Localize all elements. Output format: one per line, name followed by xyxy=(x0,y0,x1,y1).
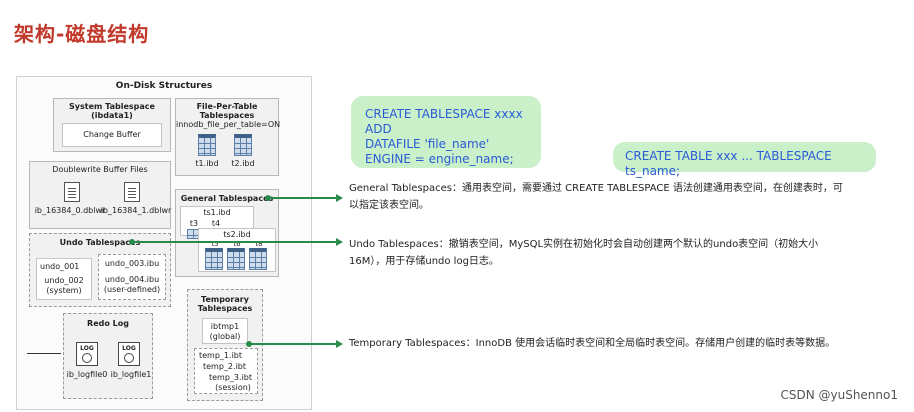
general-description: General Tablespaces：通用表空间，需要通过 CREATE TA… xyxy=(349,180,879,214)
table-icon xyxy=(227,248,245,270)
log-icon-label: LOG xyxy=(80,345,94,352)
ibtmp1-label: ibtmp1 xyxy=(210,322,240,331)
create-tablespace-bubble: CREATE TABLESPACE xxxx ADD DATAFILE 'fil… xyxy=(351,96,541,168)
table-icon xyxy=(205,248,223,270)
undo-desc-line-2: 16M），用于存储undo log日志。 xyxy=(349,256,499,267)
doublewrite-box: Doublewrite Buffer Files ib_16384_0.dblw… xyxy=(29,161,171,229)
file-per-table-title-1: File-Per-Table xyxy=(196,102,258,111)
ibtmp1-note: (global) xyxy=(209,332,241,341)
table-t5: t5 xyxy=(211,240,219,248)
ts1-label: ts1.ibd xyxy=(203,208,231,217)
temporary-tablespaces-box: Temporary Tablespaces ibtmp1 (global) te… xyxy=(187,289,263,401)
file-per-table-box: File-Per-Table Tablespaces innodb_file_p… xyxy=(175,98,281,176)
temp-1: temp_1.ibt xyxy=(199,351,242,360)
table-icon xyxy=(249,248,267,270)
undo-user-box: undo_003.ibu undo_004.ibu (user-defined) xyxy=(98,254,166,300)
undo-description: Undo Tablespaces：撤销表空间，MySQL实例在初始化时会自动创建… xyxy=(349,236,879,270)
log-file-icon: LOG xyxy=(118,342,140,366)
ibtmp1-box: ibtmp1 (global) xyxy=(202,318,248,344)
file-icon xyxy=(124,182,140,202)
undo-desc-line-1: Undo Tablespaces：撤销表空间，MySQL实例在初始化时会自动创建… xyxy=(349,239,819,250)
undo-tablespaces-box: Undo Tablespaces undo_001 undo_002 (syst… xyxy=(29,233,171,307)
page-title: 架构-磁盘结构 xyxy=(14,22,150,46)
temporary-arrow xyxy=(336,340,343,348)
file-t1: t1.ibd xyxy=(195,159,219,168)
dblwr-file-1: ib_16384_1.dblwr xyxy=(100,206,172,215)
system-tablespace-subtitle: (ibdata1) xyxy=(91,111,133,120)
ts2-box: ts2.ibd t5 t6 t8 xyxy=(198,228,276,272)
ts2-label: ts2.ibd xyxy=(223,230,251,239)
change-buffer-box: Change Buffer xyxy=(62,123,162,147)
bubble-line-2: DATAFILE 'file_name' xyxy=(365,137,490,151)
session-temp-box: temp_1.ibt temp_2.ibt temp_3.ibt (sessio… xyxy=(194,348,258,394)
dblwr-file-0: ib_16384_0.dblwr xyxy=(34,206,106,215)
watermark: CSDN @yuShenno1 xyxy=(780,388,898,402)
redo-log-title: Redo Log xyxy=(87,319,129,328)
table-t4: t4 xyxy=(211,219,221,228)
undo-tablespaces-title: Undo Tablespaces xyxy=(59,238,141,247)
temporary-connector xyxy=(249,343,337,345)
temp-3: temp_3.ibt xyxy=(209,373,252,382)
table-icon xyxy=(234,134,252,156)
temp-2: temp_2.ibt xyxy=(203,362,246,371)
general-desc-line-1: General Tablespaces：通用表空间，需要通过 CREATE TA… xyxy=(349,183,843,194)
undo-connector xyxy=(132,241,337,243)
system-tablespace-box: System Tablespace (ibdata1) Change Buffe… xyxy=(53,98,171,152)
logfile-0: ib_logfile0 xyxy=(66,370,108,379)
diagram-title: On-Disk Structures xyxy=(115,81,213,91)
bubble-create-table: CREATE TABLE xxx ... TABLESPACE ts_name; xyxy=(625,149,832,178)
redo-log-box: Redo Log LOG LOG ib_logfile0 ib_logfile1 xyxy=(63,313,153,399)
create-table-bubble: CREATE TABLE xxx ... TABLESPACE ts_name; xyxy=(613,142,876,178)
log-icon-label: LOG xyxy=(122,345,136,352)
redo-input-arrow xyxy=(27,353,61,354)
undo-002: undo_002 xyxy=(44,276,84,285)
temporary-title-1: Temporary xyxy=(201,295,249,304)
system-tablespace-title: System Tablespace xyxy=(69,102,155,111)
file-per-table-setting: innodb_file_per_table=ON xyxy=(176,120,281,129)
bubble-line-1: CREATE TABLESPACE xxxx ADD xyxy=(365,107,523,136)
undo-arrow xyxy=(336,238,343,246)
undo-002-note: (system) xyxy=(46,286,82,295)
table-icon xyxy=(198,134,216,156)
session-note: (session) xyxy=(215,383,251,392)
doublewrite-title: Doublewrite Buffer Files xyxy=(52,165,148,174)
undo-004-note: (user-defined) xyxy=(103,285,161,294)
file-icon xyxy=(64,182,80,202)
undo-003: undo_003.ibu xyxy=(104,259,160,268)
table-t8: t8 xyxy=(255,240,263,248)
table-t6: t6 xyxy=(233,240,241,248)
on-disk-structures-diagram: On-Disk Structures System Tablespace (ib… xyxy=(16,76,312,410)
log-file-icon: LOG xyxy=(76,342,98,366)
temporary-title-2: Tablespaces xyxy=(197,304,253,313)
undo-004: undo_004.ibu xyxy=(104,275,160,284)
undo-001: undo_001 xyxy=(40,262,80,271)
file-per-table-title-2: Tablespaces xyxy=(199,111,255,120)
undo-system-box: undo_001 undo_002 (system) xyxy=(36,258,92,300)
general-arrow xyxy=(336,194,343,202)
general-tablespaces-box: General Tablespaces ts1.ibd t3 t4 ts2.ib… xyxy=(175,189,279,277)
temporary-description: Temporary Tablespaces：InnoDB 使用会话临时表空间和全… xyxy=(349,338,836,349)
file-t2: t2.ibd xyxy=(231,159,255,168)
general-connector xyxy=(268,197,336,199)
general-tablespaces-title: General Tablespaces xyxy=(180,194,274,203)
change-buffer-label: Change Buffer xyxy=(83,130,141,139)
bubble-line-3: ENGINE = engine_name; xyxy=(365,152,514,166)
table-t3: t3 xyxy=(189,219,199,228)
logfile-1: ib_logfile1 xyxy=(110,370,152,379)
general-desc-line-2: 以指定该表空间。 xyxy=(349,200,429,211)
